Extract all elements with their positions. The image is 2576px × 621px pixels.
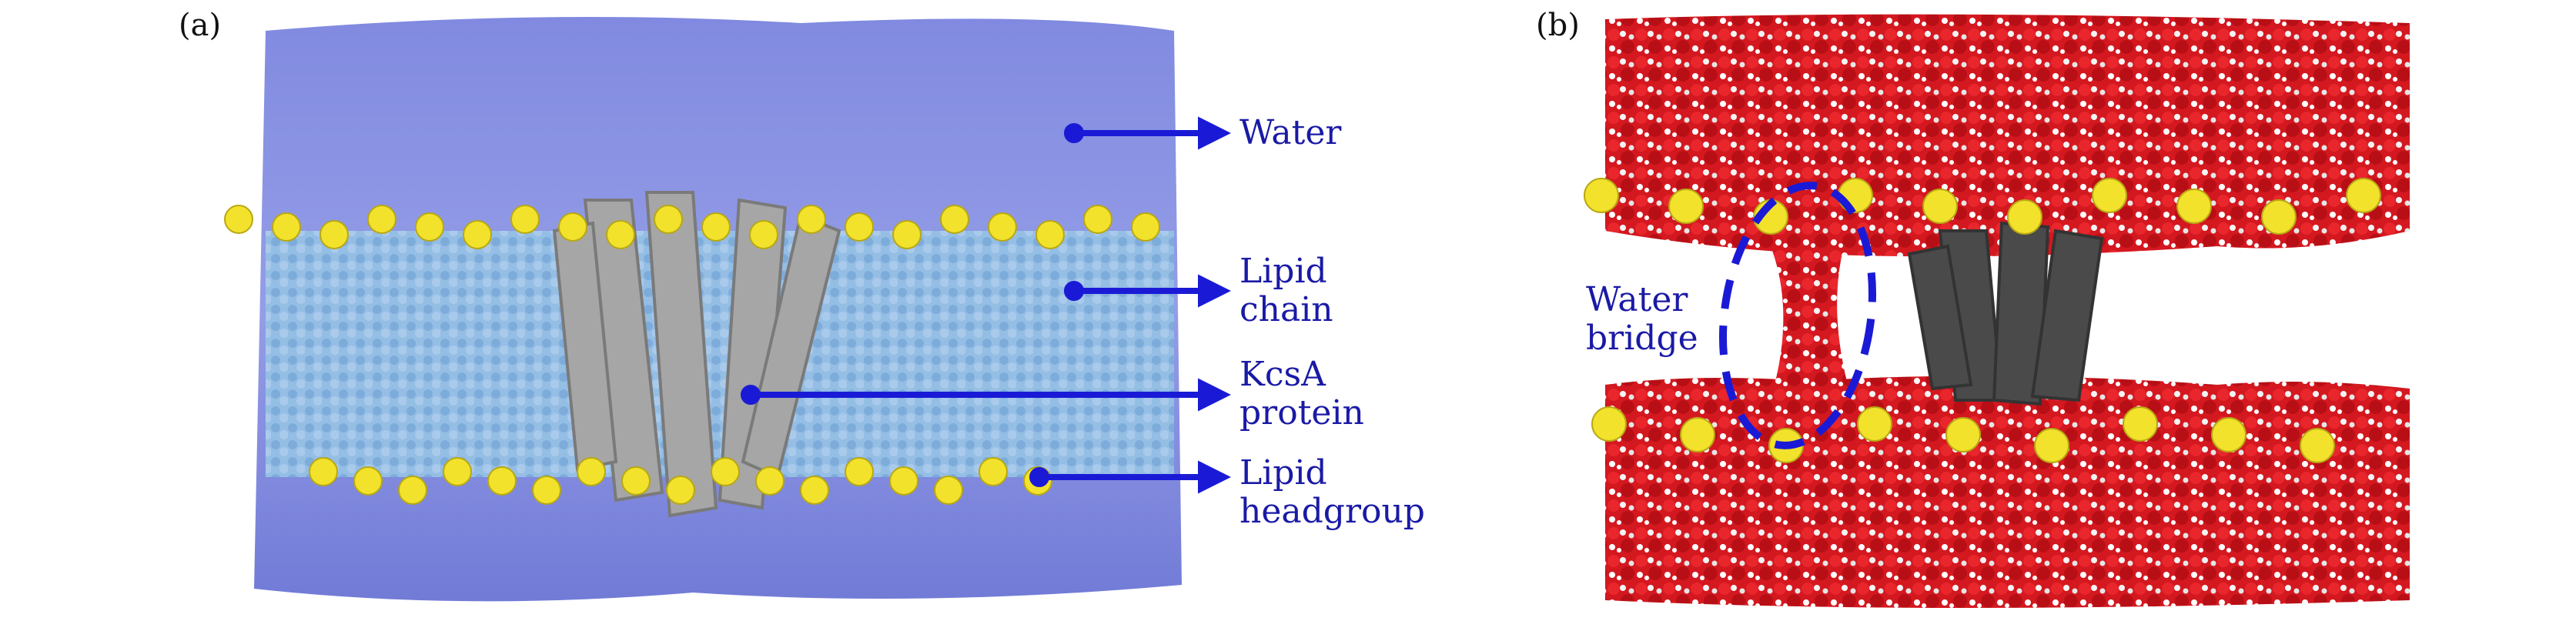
water-bridge-callout-line-2: bridge [1586, 319, 1698, 358]
water-callout-line-1: Water [1239, 113, 1342, 152]
headgroup-sphere [666, 476, 695, 505]
headgroup-sphere [443, 457, 472, 486]
headgroup-sphere [940, 205, 969, 234]
headgroup-sphere [1922, 189, 1958, 224]
kcsa-protein [552, 191, 841, 518]
headgroup-sphere [934, 476, 963, 505]
headgroup-sphere [889, 466, 918, 496]
headgroup-sphere [1035, 220, 1065, 249]
headgroup-sphere [577, 457, 606, 486]
headgroup-sphere [1668, 189, 1704, 224]
headgroup-sphere [487, 466, 517, 496]
headgroup-sphere [532, 476, 561, 505]
headgroup-sphere [606, 220, 635, 249]
headgroup-sphere [2346, 178, 2381, 213]
headgroup-sphere [415, 212, 444, 242]
panel-b-simulation-box [1584, 14, 2410, 608]
kcsa-pore [1907, 221, 2104, 406]
headgroup-sphere [272, 212, 301, 242]
headgroup-callout: Lipid headgroup [1239, 454, 1425, 531]
headgroup-sphere [1857, 406, 1892, 442]
headgroup-sphere [979, 457, 1008, 486]
water-bridge-callout: Water bridge [1586, 281, 1698, 358]
headgroups-b-top [1584, 178, 2381, 235]
lipid-chain-callout-line-1: Lipid [1239, 252, 1327, 291]
headgroup-callout-line-1: Lipid [1239, 453, 1327, 492]
headgroup-sphere [2092, 178, 2127, 213]
headgroups-bottom [309, 457, 1052, 505]
headgroup-sphere [2300, 428, 2335, 463]
headgroup-sphere [755, 466, 785, 496]
headgroup-sphere [621, 466, 651, 496]
headgroup-sphere [892, 220, 922, 249]
headgroups-top [224, 205, 1160, 249]
water-bridge-ellipse [1718, 182, 1877, 449]
panel-a-label: (a) [179, 8, 222, 43]
lipid-chain-arrow [1064, 274, 1231, 308]
headgroup-sphere [654, 205, 683, 234]
lipid-chain-callout-line-2: chain [1239, 290, 1333, 329]
water-callout: Water [1239, 114, 1341, 152]
headgroup-sphere [2123, 406, 2158, 442]
panel-b-label: (b) [1536, 8, 1580, 43]
lipid-chain-region [266, 231, 1174, 477]
headgroup-sphere [353, 466, 383, 496]
headgroup-sphere [988, 212, 1017, 242]
headgroup-sphere [1584, 178, 1619, 213]
headgroup-sphere [845, 212, 874, 242]
headgroup-sphere [2261, 199, 2297, 235]
headgroup-sphere [1838, 178, 1873, 213]
headgroup-arrow [1029, 460, 1231, 494]
headgroup-sphere [701, 212, 731, 242]
headgroup-sphere [463, 220, 492, 249]
kcsa-callout: KcsA protein [1239, 356, 1364, 432]
headgroup-sphere [1945, 417, 1981, 452]
headgroup-sphere [800, 476, 829, 505]
headgroup-sphere [510, 205, 540, 234]
lipid-chain-callout: Lipid chain [1239, 252, 1333, 329]
headgroup-sphere [711, 457, 740, 486]
headgroup-sphere [845, 457, 874, 486]
kcsa-arrow [741, 378, 1231, 412]
panel-a-simulation-box [224, 17, 1182, 602]
top-water-slab [1605, 14, 2410, 257]
water-bridge-column [1771, 246, 1848, 385]
headgroup-sphere [1591, 406, 1627, 442]
headgroup-sphere [367, 205, 396, 234]
headgroup-sphere [797, 205, 826, 234]
headgroup-callout-line-2: headgroup [1239, 492, 1425, 531]
headgroup-sphere [2034, 428, 2069, 463]
headgroup-sphere [398, 476, 427, 505]
headgroup-sphere [558, 212, 587, 242]
water-arrow [1064, 116, 1231, 150]
headgroup-sphere [319, 220, 349, 249]
water-bridge-callout-line-1: Water [1586, 280, 1688, 319]
headgroup-sphere [2211, 417, 2246, 452]
headgroup-sphere [749, 220, 778, 249]
headgroup-sphere [1680, 417, 1715, 452]
bottom-water-slab [1605, 376, 2410, 608]
headgroup-sphere [309, 457, 338, 486]
headgroup-sphere [2007, 199, 2042, 235]
headgroup-sphere [1083, 205, 1112, 234]
headgroup-sphere [1131, 212, 1160, 242]
headgroup-sphere [224, 205, 253, 234]
callout-arrows [741, 116, 1231, 494]
kcsa-callout-line-2: protein [1239, 393, 1364, 432]
kcsa-callout-line-1: KcsA [1239, 355, 1326, 394]
headgroup-sphere [2176, 189, 2212, 224]
